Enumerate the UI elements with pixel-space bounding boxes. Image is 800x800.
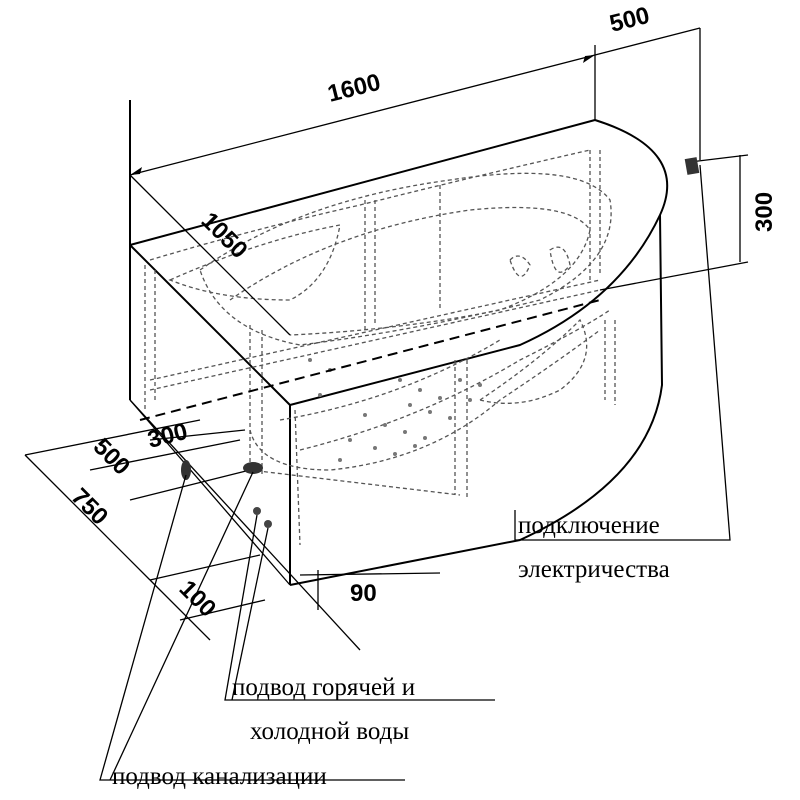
dim-500-front-label: 500 [88,433,135,480]
dim-1050-label: 1050 [196,207,253,264]
drain-label: подвод канализации [112,763,327,790]
dim-1600 [129,45,596,185]
water-supply-icon [253,507,261,515]
dim-90-bottom-label: 90 [350,580,377,607]
dim-1050 [129,174,291,336]
dim-300-right-label: 300 [751,192,778,232]
jet-dots [308,358,482,462]
dim-750-label: 750 [66,483,113,530]
leader-lines [99,164,731,781]
floor-center-line [139,299,601,421]
dim-500-top-label: 500 [607,2,652,38]
water-label-line2: холодной воды [250,718,409,745]
drain-center-icon [243,462,263,474]
water-supply-icon-2 [264,520,272,528]
electricity-label-line2: электричества [518,556,670,583]
electricity-label-line1: подключение [518,512,660,539]
tub-inner-frame [144,149,616,546]
dim-100-label: 100 [174,575,221,622]
drain-left-icon [181,460,191,480]
water-label-line1: подвод горячей и [232,674,415,701]
dim-500-top [594,27,701,160]
dim-front-group [24,399,441,651]
dim-300-right [599,154,749,291]
dim-1600-label: 1600 [325,69,383,108]
